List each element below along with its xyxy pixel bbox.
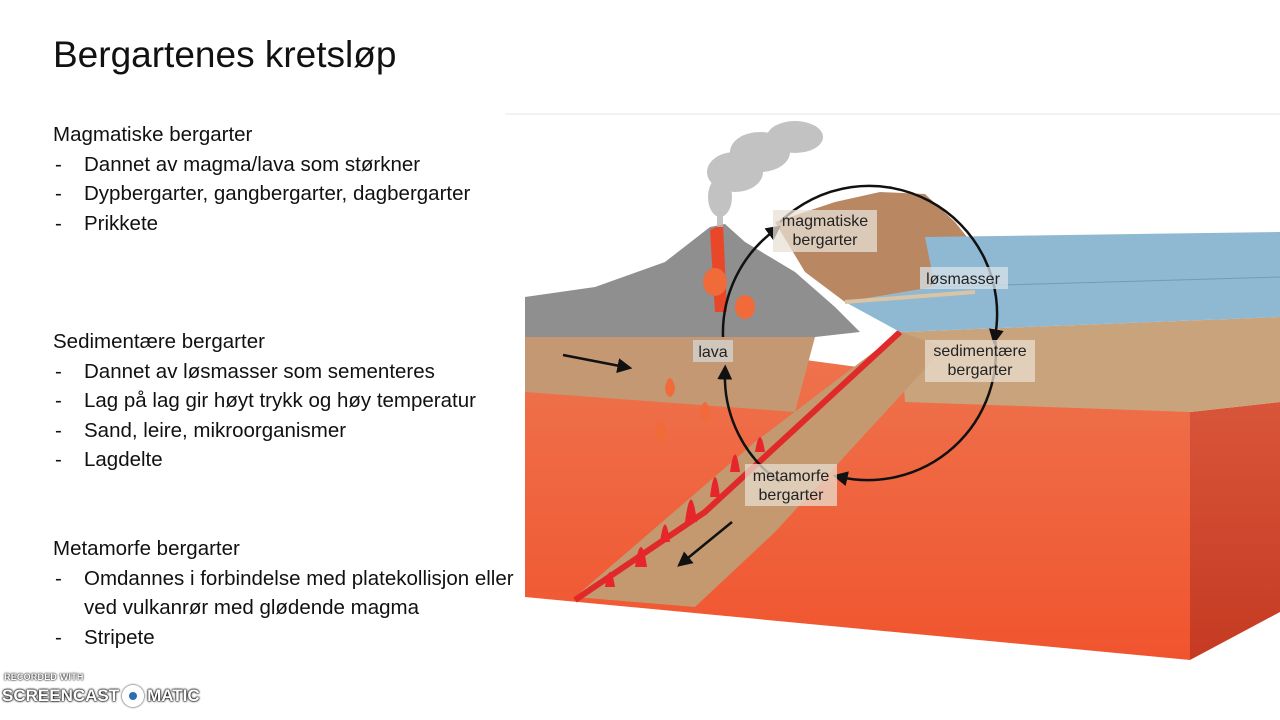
bullet-text: Lag på lag gir høyt trykk og høy tempera… — [84, 389, 476, 413]
watermark-caption: RECORDED WITH — [4, 672, 84, 682]
bullet-item: -Lag på lag gir høyt trykk og høy temper… — [53, 386, 523, 416]
label-box — [745, 464, 837, 506]
volcanic-smoke — [707, 121, 823, 227]
label-loose: løsmasser — [926, 271, 1000, 288]
shoreline — [844, 290, 976, 304]
bullet-item: -Dypbergarter, gangbergarter, dagbergart… — [53, 179, 523, 209]
bullet-text: Stripete — [84, 625, 155, 649]
bullet-marker: - — [55, 182, 62, 206]
continental-crust — [525, 337, 815, 412]
slide-title: Bergartenes kretsløp — [53, 34, 397, 75]
bullet-text: Omdannes i forbindelse med platekollisjo… — [84, 566, 514, 620]
bullet-marker: - — [55, 566, 62, 590]
label-sedimentary: sedimentære — [933, 343, 1026, 360]
rock-cycle-illustration: magmatiske bergarter løsmasser sedimentæ… — [505, 113, 1280, 660]
magma-chamber — [703, 268, 727, 296]
magma-chamber — [735, 295, 755, 319]
bullet-text: Dannet av løsmasser som sementeres — [84, 359, 435, 383]
label-magmatic: bergarter — [793, 232, 859, 249]
section-magmatic: Magmatiske bergarter -Dannet av magma/la… — [53, 120, 523, 238]
label-metamorphic: metamorfe — [753, 468, 830, 485]
record-icon — [122, 685, 145, 707]
rising-magma — [655, 378, 710, 444]
bullet-item: -Dannet av løsmasser som sementeres — [53, 357, 523, 387]
label-sedimentary: bergarter — [948, 362, 1014, 379]
bullet-marker: - — [55, 418, 62, 442]
rock-cycle-diagram: magmatiske bergarter løsmasser sedimentæ… — [505, 112, 1280, 672]
watermark-left: SCREENCAST — [2, 686, 120, 705]
bullet-marker: - — [55, 389, 62, 413]
block-side-face — [1190, 402, 1280, 660]
cycle-arrow — [721, 225, 782, 338]
bullet-item: -Lagdelte — [53, 445, 523, 475]
magma-plumes — [605, 437, 765, 587]
label-box — [920, 267, 1008, 289]
bullet-text: Dypbergarter, gangbergarter, dagbergarte… — [84, 182, 471, 206]
watermark-logo: SCREENCAST MATIC — [2, 685, 200, 707]
bullet-list: -Dannet av magma/lava som størkner -Dypb… — [53, 150, 523, 239]
label-lava: lava — [698, 344, 727, 361]
label-box — [693, 340, 733, 362]
cycle-arrow — [779, 184, 1004, 345]
section-sedimentary: Sedimentære bergarter -Dannet av løsmass… — [53, 327, 523, 475]
bullet-list: -Omdannes i forbindelse med platekollisj… — [53, 564, 523, 653]
bullet-item: -Sand, leire, mikroorganismer — [53, 416, 523, 446]
bullet-marker: - — [55, 359, 62, 383]
bullet-text: Prikkete — [84, 211, 159, 235]
watermark-right: MATIC — [147, 686, 200, 705]
label-metamorphic: bergarter — [759, 487, 825, 504]
section-heading: Magmatiske bergarter — [53, 123, 253, 146]
bullet-text: Sand, leire, mikroorganismer — [84, 418, 347, 442]
sea — [845, 232, 1280, 332]
bullet-item: -Prikkete — [53, 209, 523, 239]
bullet-item: -Omdannes i forbindelse med platekollisj… — [53, 564, 523, 623]
screencast-watermark: RECORDED WITH SCREENCAST MATIC — [2, 670, 202, 718]
plate-motion-arrow — [562, 353, 633, 373]
label-box — [773, 210, 877, 252]
section-heading: Sedimentære bergarter — [53, 330, 265, 353]
bullet-marker: - — [55, 152, 62, 176]
bullet-text: Lagdelte — [84, 448, 163, 472]
section-metamorphic: Metamorfe bergarter -Omdannes i forbinde… — [53, 534, 523, 652]
bullet-marker: - — [55, 448, 62, 472]
label-box — [925, 340, 1035, 382]
bullet-marker: - — [55, 625, 62, 649]
bullet-marker: - — [55, 211, 62, 235]
label-magmatic: magmatiske — [782, 213, 868, 230]
bullet-item: -Dannet av magma/lava som størkner — [53, 150, 523, 180]
bullet-item: -Stripete — [53, 623, 523, 653]
magma-seam — [573, 329, 903, 603]
volcano — [525, 224, 860, 337]
bullet-list: -Dannet av løsmasser som sementeres -Lag… — [53, 357, 523, 475]
section-heading: Metamorfe bergarter — [53, 537, 240, 560]
subduction-arrow — [677, 521, 733, 567]
bullet-text: Dannet av magma/lava som størkner — [84, 152, 421, 176]
